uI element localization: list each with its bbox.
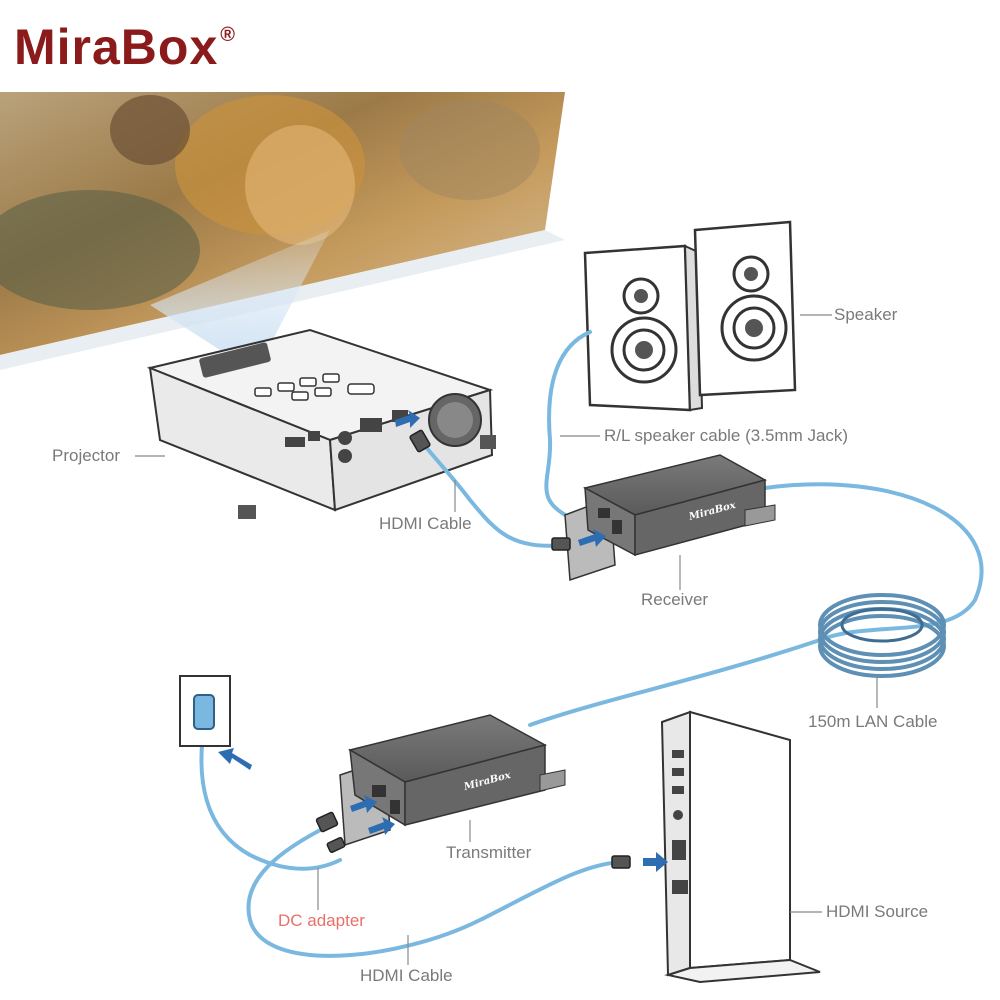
lan-cable-coil xyxy=(818,593,946,678)
label-speaker-cable: R/L speaker cable (3.5mm Jack) xyxy=(604,426,849,445)
power-cable xyxy=(199,718,342,871)
registered-mark: ® xyxy=(220,24,237,46)
connectors xyxy=(315,429,631,869)
label-projector: Projector xyxy=(52,446,121,465)
speaker-cable xyxy=(544,330,592,522)
projector xyxy=(146,328,496,519)
label-receiver: Receiver xyxy=(641,590,709,609)
arrow-receiver-in xyxy=(578,529,606,547)
brand-logo: MiraBox® xyxy=(14,18,236,76)
arrow-source xyxy=(643,852,668,872)
lan-cable xyxy=(528,482,984,727)
arrow-transmitter-power xyxy=(350,795,377,813)
label-dc-adapter: DC adapter xyxy=(278,911,365,930)
label-hdmi-cable-top: HDMI Cable xyxy=(379,514,472,533)
brand-name: MiraBox xyxy=(14,19,219,75)
projector-beam xyxy=(150,230,330,350)
label-transmitter: Transmitter xyxy=(446,843,532,862)
arrow-socket xyxy=(218,748,252,770)
receiver-box: MiraBox xyxy=(564,454,776,582)
label-speaker: Speaker xyxy=(834,305,898,324)
cables xyxy=(199,330,984,958)
label-hdmi-cable-bottom: HDMI Cable xyxy=(360,966,453,985)
hdmi-cable-bottom xyxy=(246,823,622,958)
label-lan-cable: 150m LAN Cable xyxy=(808,712,938,731)
hdmi-source-pc xyxy=(660,710,821,984)
wall-socket xyxy=(179,675,231,747)
arrow-projector-in xyxy=(395,410,420,428)
arrow-transmitter-hdmi xyxy=(368,817,395,835)
speakers xyxy=(583,220,797,412)
projection-screen xyxy=(0,92,565,370)
leader-lines xyxy=(135,314,878,965)
transmitter-box: MiraBox xyxy=(339,714,566,847)
hdmi-cable-top xyxy=(418,438,567,548)
direction-arrows xyxy=(218,410,668,872)
label-hdmi-source: HDMI Source xyxy=(826,902,929,921)
